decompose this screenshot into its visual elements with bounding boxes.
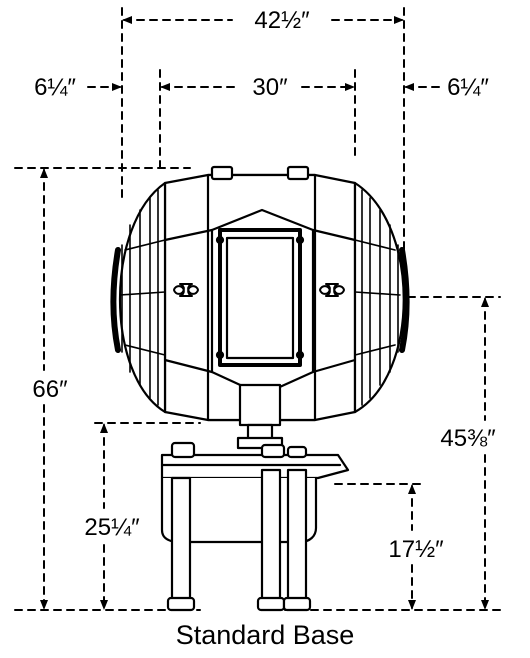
left-lens-dome xyxy=(118,181,167,414)
lamp-head xyxy=(110,165,410,422)
overall-height-label: 66″ xyxy=(32,376,68,403)
inner-width-label: 30″ xyxy=(252,74,288,101)
diagram-caption: Standard Base xyxy=(175,620,355,650)
left-overhang-label: 6¼″ xyxy=(34,74,76,101)
extension-lines xyxy=(14,7,501,611)
right-overhang-label: 6¼″ xyxy=(447,74,489,101)
standard-base xyxy=(160,441,350,612)
base-height-label: 25¼″ xyxy=(84,514,140,541)
bone-handle-icon xyxy=(319,283,345,297)
right-grille xyxy=(354,189,401,406)
table-height-label: 17½″ xyxy=(388,536,444,563)
pivot-column xyxy=(236,383,284,450)
pivot-height-label: 45⅜″ xyxy=(440,425,496,452)
bone-handle-icon xyxy=(173,283,199,297)
arrow-heads xyxy=(40,16,489,610)
left-grille xyxy=(119,189,166,406)
overall-width-label: 42½″ xyxy=(254,7,310,34)
